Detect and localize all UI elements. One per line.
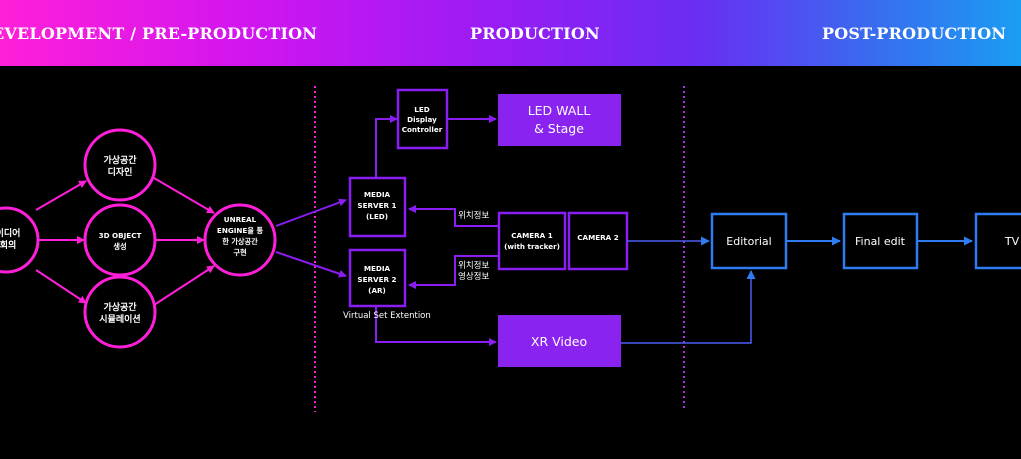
media-server-2-label-2: SERVER 2 [357,275,396,284]
led-wall-label-2: & Stage [534,121,584,136]
media-server-2-label-3: (AR) [368,286,386,295]
arrow-idea-to-design [35,180,87,211]
space-design-label-1: 가상공간 [103,154,137,166]
media-server-1-label-1: MEDIA [364,190,391,199]
unreal-label-2: ENGINE을 통 [217,226,264,235]
tv-box[interactable] [974,212,1021,270]
arrow-idea-to-sim [35,269,87,304]
object-label-1: 3D OBJECT [99,231,142,240]
xr-video-label: XR Video [531,334,587,349]
space-design-label-2: 디자인 [108,166,133,178]
editorial-label: Editorial [726,235,771,248]
final-edit-box[interactable] [842,212,919,270]
arrow-server1-to-led-controller [375,115,398,178]
phase-production-label: PRODUCTION [470,24,600,43]
led-wall-box[interactable] [498,94,621,146]
arrow-xr-to-editorial [621,270,756,344]
position-info-label-2: 위치정보 [458,260,489,271]
media-server-2-label-1: MEDIA [364,264,391,273]
unreal-label-1: UNREAL [224,215,257,224]
led-wall-label-1: LED WALL [528,103,591,118]
media-server-1-box[interactable] [348,176,407,238]
virtual-set-extension-label: Virtual Set Extention [343,311,431,321]
tv-label: TV [1004,235,1020,248]
idea-label-2: 회의 [0,239,16,251]
camera-1-label-2: (with tracker) [504,242,560,251]
node-space-design[interactable] [83,128,157,202]
node-idea-meeting[interactable] [0,206,40,274]
arrow-unreal-to-server1 [275,198,347,227]
final-edit-label: Final edit [855,235,906,248]
xr-video-box[interactable] [498,315,621,367]
arrow-unreal-to-server2 [275,251,347,278]
media-server-1-label-2: SERVER 1 [357,201,396,210]
camera-2-label: CAMERA 2 [577,233,619,242]
phase-preproduction-label: EVELOPMENT / PRE-PRODUCTION [0,24,318,43]
editorial-box[interactable] [710,212,788,270]
position-info-label-1: 위치정보 [458,210,489,221]
idea-label-1: 이디어 [0,227,20,239]
media-server-1-label-3: (LED) [366,212,388,221]
arrow-server2-to-xr-video [375,306,497,346]
node-unreal-engine[interactable] [203,203,277,277]
arrow-camera1-to-server1 [408,205,498,227]
sim-label-2: 시뮬레이션 [99,313,140,325]
led-controller-label-3: Controller [402,125,443,134]
video-info-label: 영상정보 [458,271,489,282]
camera-2-box[interactable] [567,211,629,271]
phase-header-bar: EVELOPMENT / PRE-PRODUCTION PRODUCTION P… [0,0,1021,66]
camera-1-box[interactable] [497,211,567,271]
media-server-2-box[interactable] [348,248,407,308]
sim-label-1: 가상공간 [103,301,137,313]
unreal-label-4: 구현 [233,248,246,257]
arrow-camera1-to-server2 [408,255,498,289]
object-label-2: 생성 [113,242,126,251]
unreal-label-3: 한 가상공간 [222,237,258,246]
led-controller-box[interactable] [396,88,449,150]
led-controller-label-1: LED [414,105,429,114]
camera-1-label-1: CAMERA 1 [511,231,553,240]
node-3d-object[interactable] [83,203,157,277]
node-space-simulation[interactable] [83,275,157,349]
phase-postproduction-label: POST-PRODUCTION [822,24,1007,43]
arrow-design-to-unreal [153,177,215,214]
arrow-sim-to-unreal [153,265,215,306]
led-controller-label-2: Display [407,115,437,124]
